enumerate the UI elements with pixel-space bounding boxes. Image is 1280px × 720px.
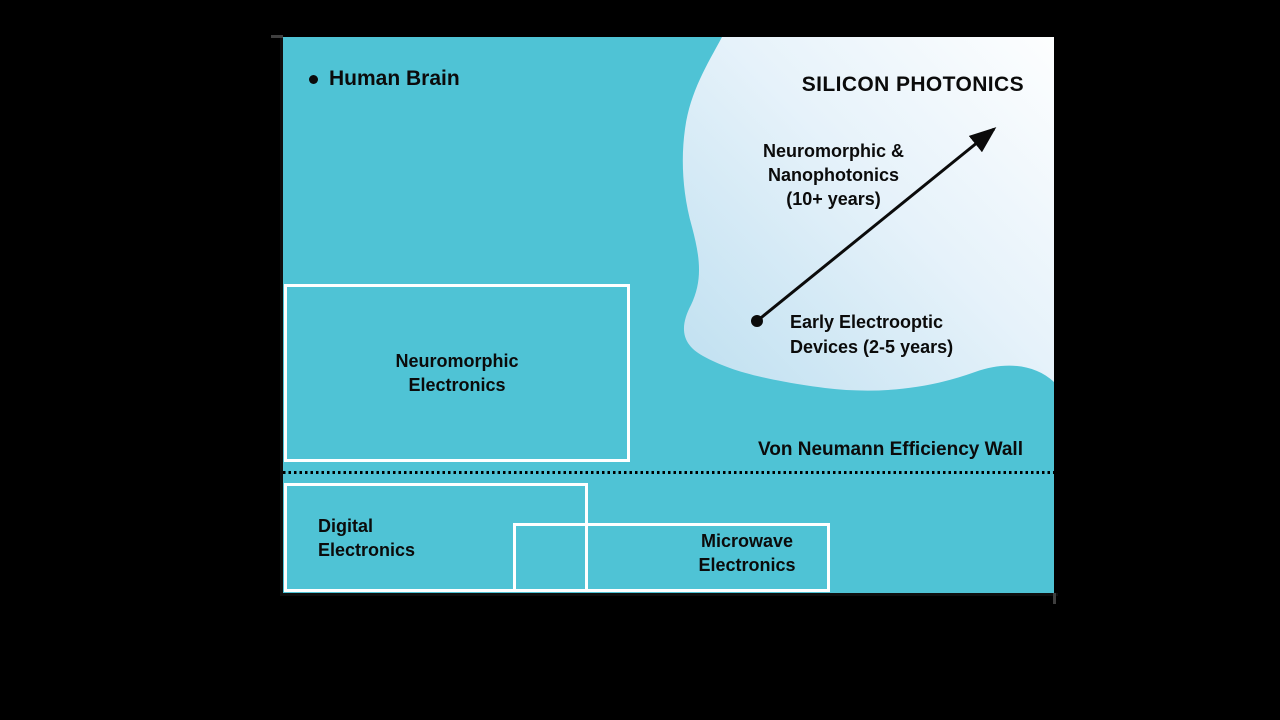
microwave-line1: Microwave	[700, 531, 794, 551]
x-axis-right-tick	[1053, 593, 1056, 604]
y-axis-top-tick	[271, 35, 283, 38]
microwave-electronics-box	[513, 523, 830, 592]
future-label-line1: Neuromorphic &	[762, 141, 904, 161]
neuromorphic-electronics-box: Neuromorphic Electronics	[284, 284, 630, 462]
efficiency-diagram-plot: Human Brain SILICON PHOTONICS Neuromorph…	[283, 37, 1054, 593]
bullet-icon	[309, 74, 318, 84]
microwave-line2: Electronics	[698, 555, 796, 575]
future-label-line3: (10+ years)	[786, 189, 881, 209]
y-axis-line	[280, 35, 283, 596]
digital-line1: Digital	[318, 516, 374, 536]
silicon-photonics-title: SILICON PHOTONICS	[801, 73, 1024, 96]
x-axis-line	[280, 593, 1058, 596]
human-brain-text: Human Brain	[329, 67, 460, 90]
digital-electronics-label: Digital Electronics	[318, 514, 415, 562]
early-electrooptic-label: Early Electrooptic Devices (2-5 years)	[790, 310, 953, 360]
neuromorphic-line1: Neuromorphic	[395, 351, 519, 371]
human-brain-label: Human Brain	[309, 67, 460, 91]
early-label-line2: Devices (2-5 years)	[790, 337, 954, 357]
neuromorphic-electronics-label: Neuromorphic Electronics	[395, 349, 518, 397]
neuromorphic-nanophotonics-label: Neuromorphic & Nanophotonics (10+ years)	[731, 139, 936, 211]
digital-line2: Electronics	[318, 540, 416, 560]
early-label-line1: Early Electrooptic	[790, 312, 944, 332]
microwave-electronics-label: Microwave Electronics	[647, 529, 847, 577]
neuromorphic-line2: Electronics	[408, 375, 506, 395]
von-neumann-wall-label: Von Neumann Efficiency Wall	[758, 439, 1023, 460]
von-neumann-wall-line	[283, 471, 1054, 474]
digital-electronics-box	[284, 483, 588, 592]
future-label-line2: Nanophotonics	[768, 165, 899, 185]
